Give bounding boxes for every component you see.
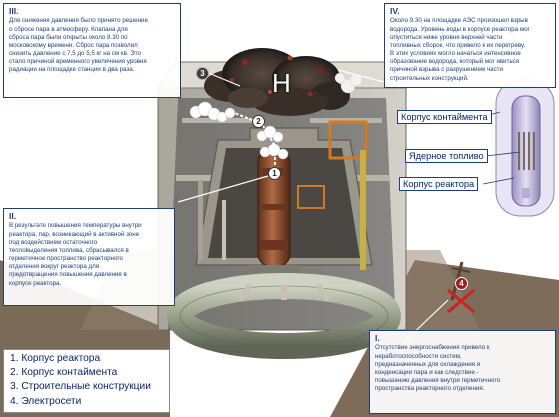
step-4-box: IV. Около 9.30 на площадке АЭС произошел… xyxy=(384,3,556,88)
step-1-box: I. Отсутствие энергоснабжения привело к … xyxy=(369,330,556,414)
marker-containment: 2 xyxy=(252,115,265,128)
step-1-text: Отсутствие энергоснабжения привело к нер… xyxy=(375,344,501,393)
step-4-text: Около 9.30 на площадке АЭС произошел взр… xyxy=(390,17,530,82)
step-3-heading: III. xyxy=(9,6,19,16)
marker-building-structures: 3 xyxy=(196,67,209,80)
steam-puffs xyxy=(189,101,289,160)
step-3-text: Для снижения давления было принято решен… xyxy=(9,17,148,74)
callout-containment: Корпус контаймента xyxy=(397,110,492,124)
marker-reactor-vessel: 1 xyxy=(268,167,281,180)
callout-fuel: Ядерное топливо xyxy=(405,149,488,163)
legend-item-reactor-vessel: 1. Корпус реактора xyxy=(10,353,101,364)
yellow-pipe xyxy=(360,150,366,270)
connector-step4 xyxy=(337,69,393,85)
legend: 1. Корпус реактора 2. Корпус контаймента… xyxy=(3,349,170,413)
steam-path xyxy=(231,111,276,170)
downcomer-pipes xyxy=(237,283,331,302)
step-3-box: III. Для снижения давления было принято … xyxy=(3,3,181,98)
floor-slab xyxy=(182,118,252,123)
legend-item-power-grid: 4. Электросети xyxy=(10,395,82,407)
reactor-schematic xyxy=(495,79,555,217)
legend-item-containment: 2. Корпус контаймента xyxy=(10,367,118,379)
callout-leader xyxy=(485,151,521,157)
callout-reactor-vessel: Корпус реактора xyxy=(399,177,479,191)
vessel-ring xyxy=(260,240,288,250)
floor-slab xyxy=(176,175,236,181)
step-1-heading: I. xyxy=(375,333,380,343)
step-2-heading: II. xyxy=(9,211,17,221)
vessel-ring xyxy=(262,204,286,210)
pipe xyxy=(222,200,226,260)
schematic-fuel-rods xyxy=(518,132,535,170)
hydrogen-symbol: H xyxy=(272,68,291,98)
step-4-heading: IV. xyxy=(390,6,400,16)
schematic-bottom xyxy=(522,188,530,198)
orange-frame xyxy=(328,120,368,160)
cloud-puffs xyxy=(334,72,363,94)
marker-power-grid: 4 xyxy=(455,277,468,290)
orange-frame xyxy=(297,185,325,209)
legend-item-building-structures: 3. Строительные конструкции xyxy=(10,381,151,393)
connector-step3 xyxy=(205,71,241,87)
connector-step2 xyxy=(177,175,269,203)
callout-leader xyxy=(482,177,515,185)
pipe xyxy=(198,180,203,260)
step-2-text: В результате повышения температуры внутр… xyxy=(9,222,142,287)
schematic-vessel xyxy=(511,95,541,207)
step-2-box: II. В результате повышения температуры в… xyxy=(3,208,175,306)
explosion-cloud xyxy=(204,48,350,116)
